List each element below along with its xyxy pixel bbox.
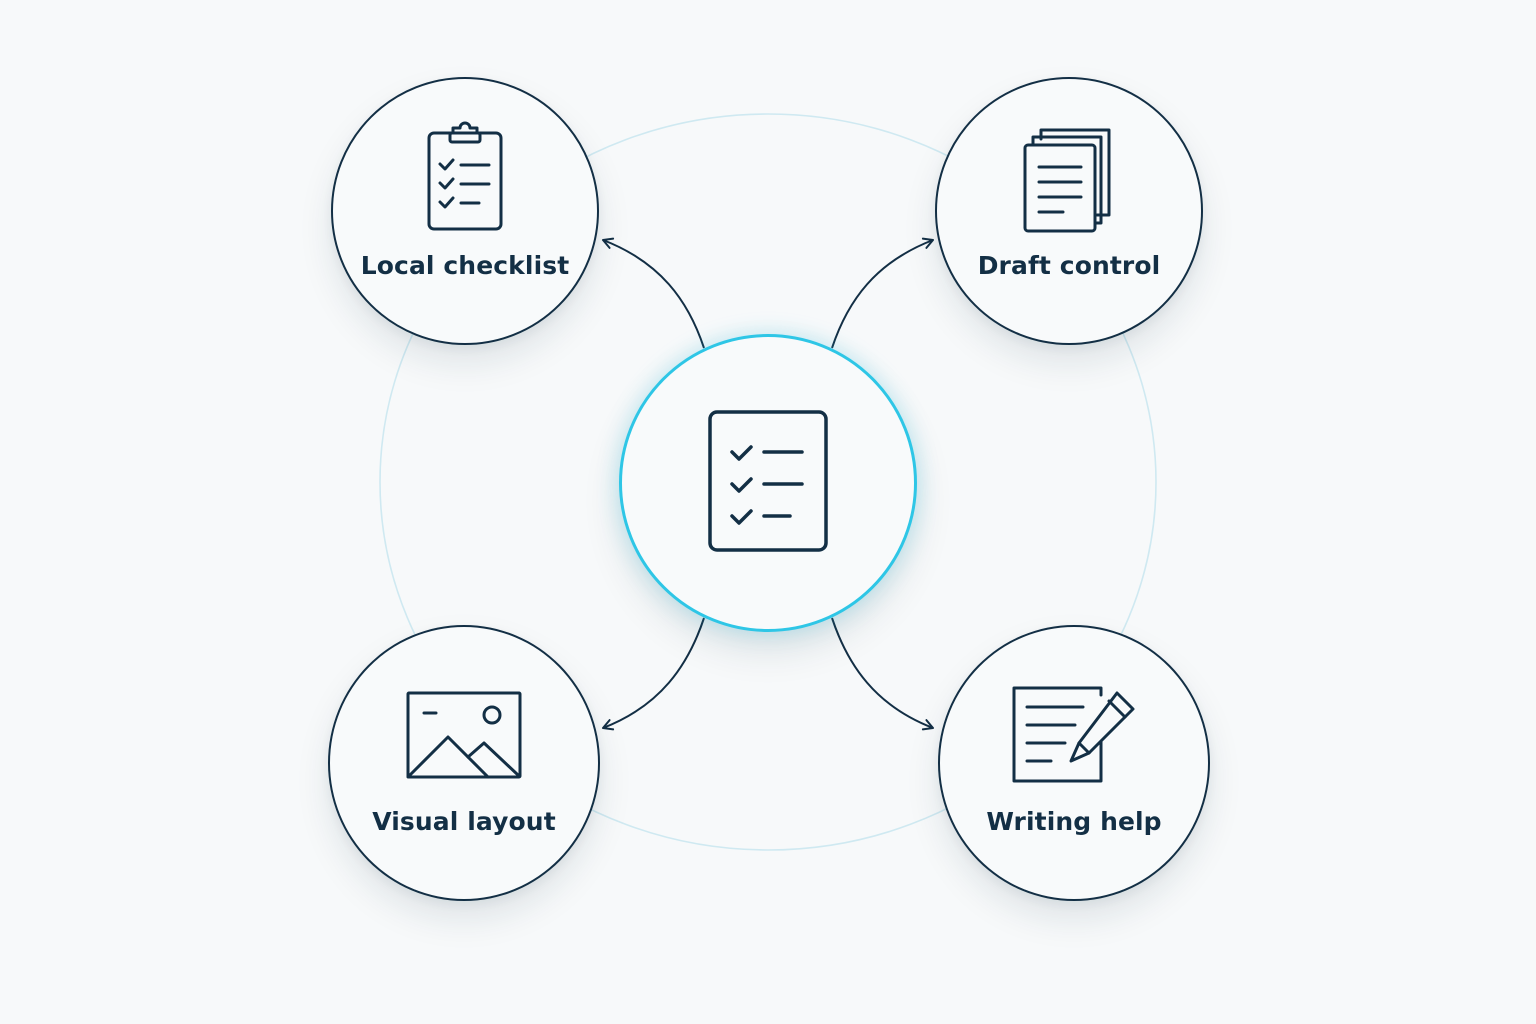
arrow-to-writing-help	[831, 617, 934, 731]
node-writing-help[interactable]: Writing help	[938, 625, 1210, 901]
node-label: Local checklist	[360, 251, 570, 280]
node-visual-layout[interactable]: Visual layout	[328, 625, 600, 901]
arrow-to-visual-layout	[602, 617, 705, 731]
stacked-documents-icon	[1023, 127, 1115, 239]
node-draft-control[interactable]: Draft control	[935, 77, 1203, 345]
checklist-document-icon	[708, 410, 828, 556]
orbit-ring	[379, 113, 1157, 851]
node-label: Visual layout	[372, 807, 556, 836]
arrow-to-local-checklist	[602, 237, 705, 349]
image-landscape-icon	[406, 691, 522, 785]
node-label: Draft control	[977, 251, 1161, 280]
node-label: Writing help	[986, 807, 1162, 836]
arrow-to-draft-control	[831, 237, 934, 349]
clipboard-checklist-icon	[423, 119, 507, 239]
document-pencil-icon	[1011, 685, 1137, 789]
node-local-checklist[interactable]: Local checklist	[331, 77, 599, 345]
center-hub[interactable]	[619, 334, 917, 632]
